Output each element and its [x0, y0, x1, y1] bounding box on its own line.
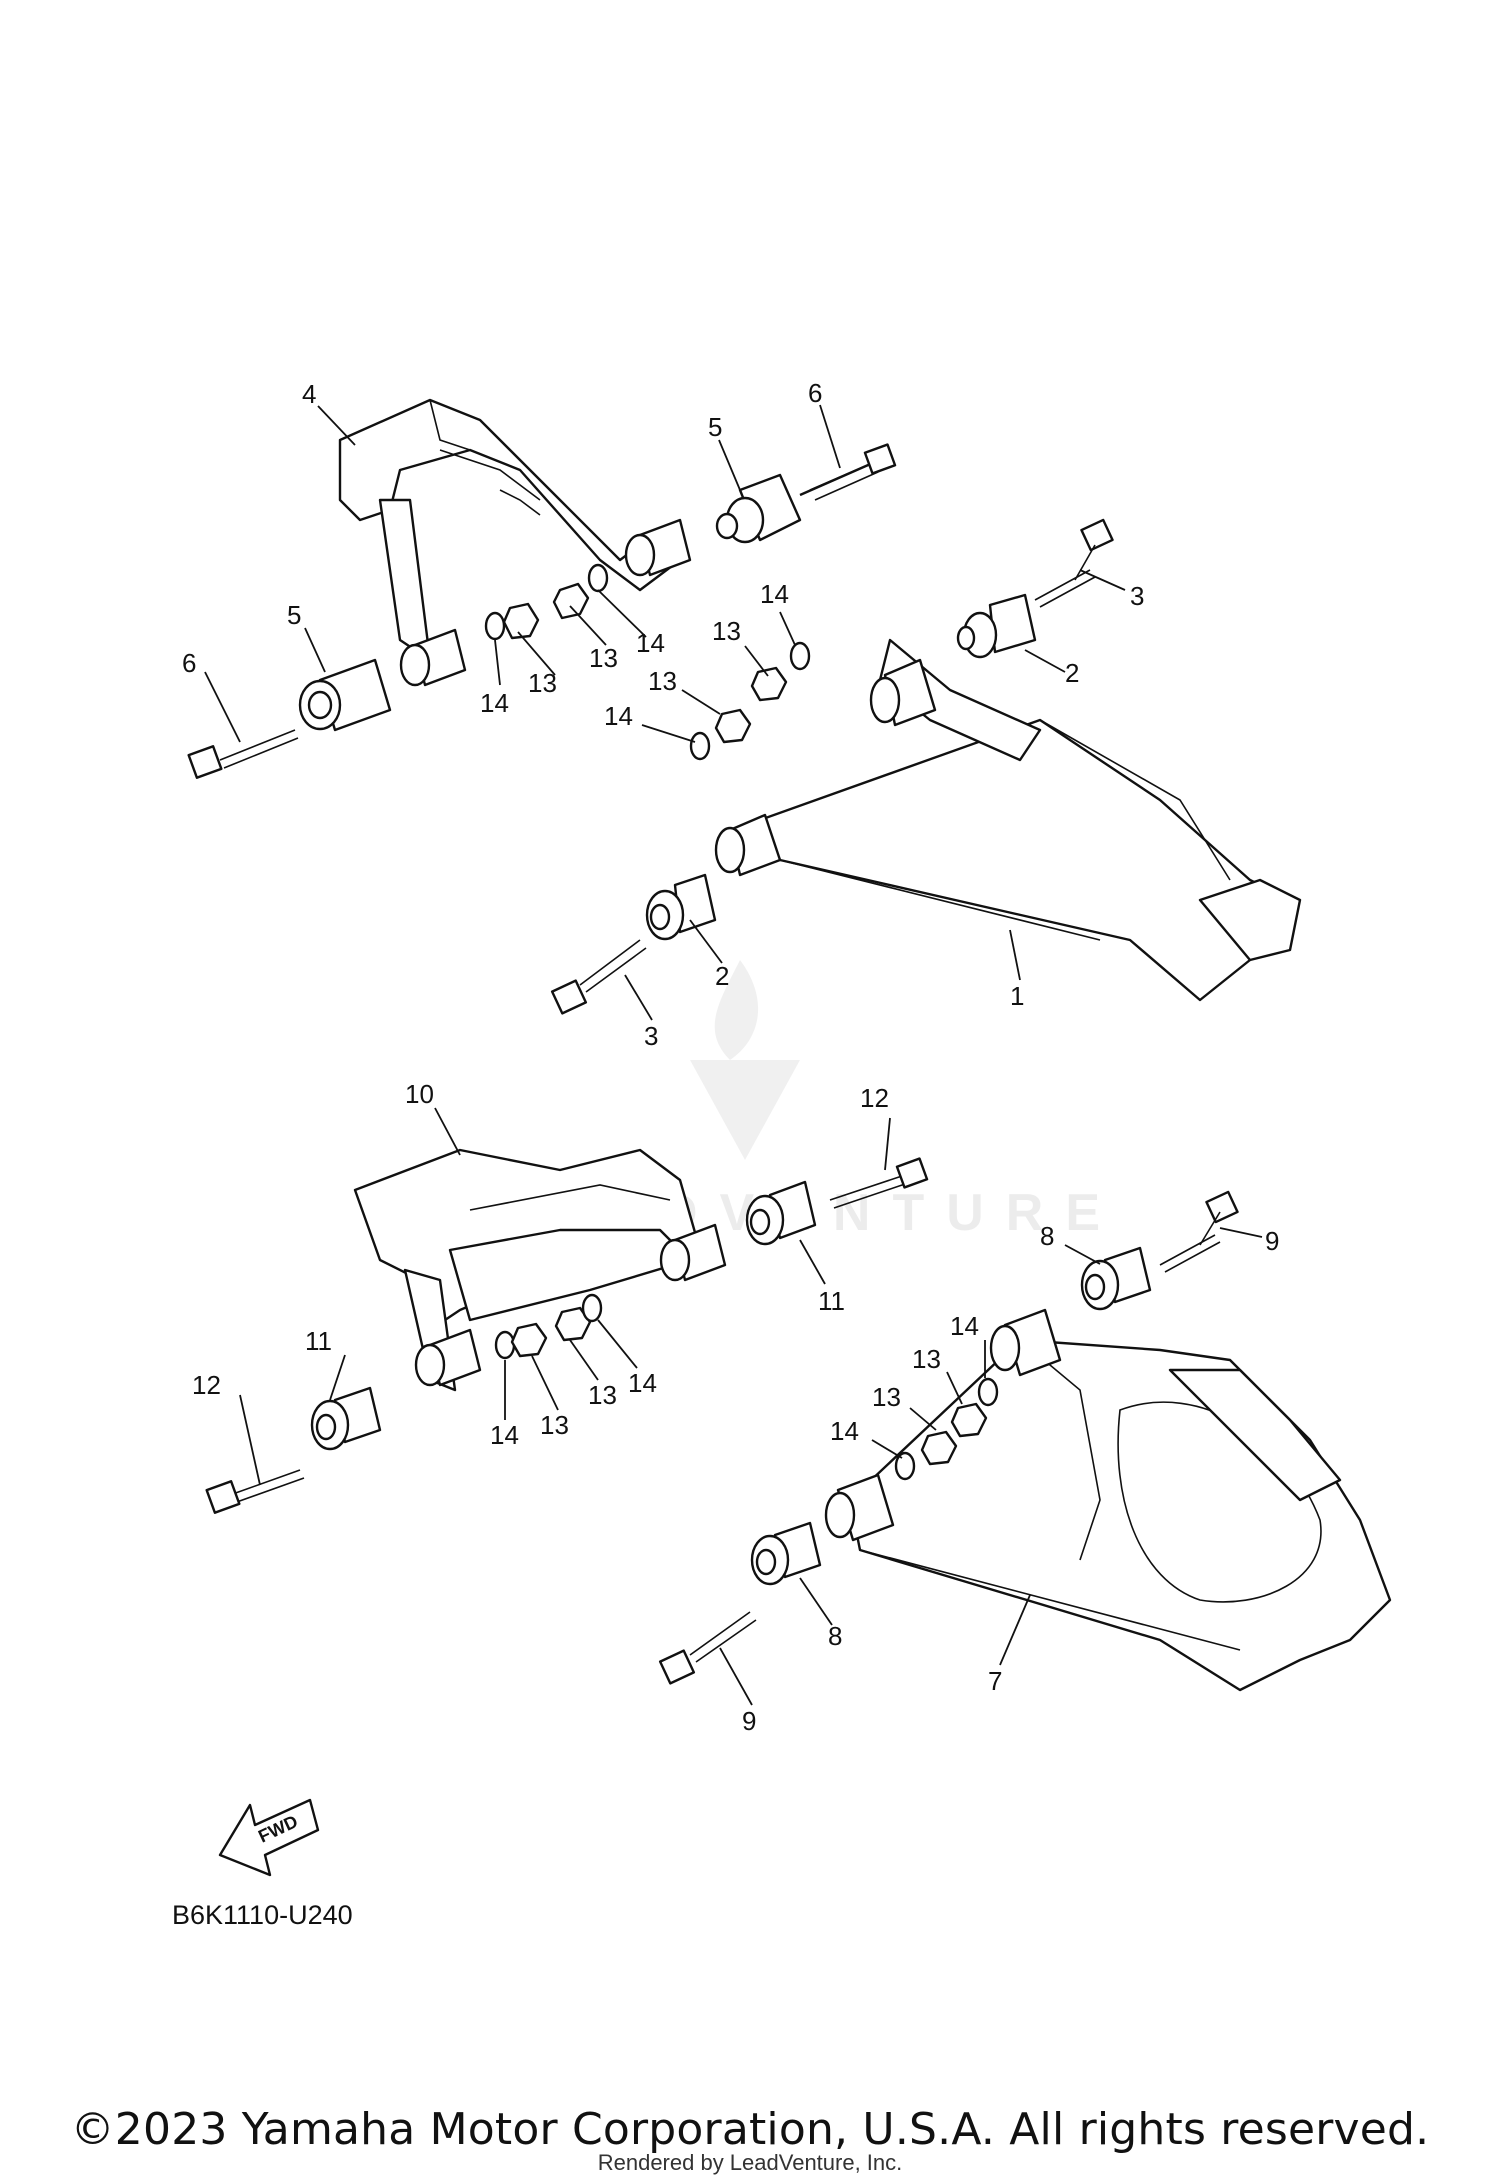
part-5-bushing-left	[298, 658, 392, 732]
part-8-bushing-bottom	[750, 1521, 822, 1586]
callout-13-g: 13	[912, 1344, 941, 1374]
callout-8-bottom: 8	[828, 1621, 842, 1651]
part-8-bushing-top	[1080, 1246, 1152, 1311]
part-9-bolt-bottom	[658, 1611, 757, 1685]
callout-labels: 4 5 6 3 2 5 6 14 13 13 14 13 14 13 14 2 …	[182, 378, 1279, 1736]
callout-14-c: 14	[760, 579, 789, 609]
callout-6-left: 6	[182, 648, 196, 678]
callout-14-d: 14	[604, 701, 633, 731]
callout-3-top: 3	[1130, 581, 1144, 611]
callout-14-e: 14	[490, 1420, 519, 1450]
upper-bracket-pivots	[399, 518, 692, 687]
part-12-bolt-left	[205, 1469, 305, 1514]
callout-8-top: 8	[1040, 1221, 1054, 1251]
callout-13-c: 13	[712, 616, 741, 646]
callout-11-right: 11	[818, 1286, 845, 1316]
part-11-bushing-right	[745, 1180, 817, 1246]
callout-14-a: 14	[480, 688, 509, 718]
callout-13-a: 13	[528, 668, 557, 698]
callout-7: 7	[988, 1666, 1002, 1696]
upper-arm-pivots	[714, 658, 937, 877]
part-11-bushing-left	[310, 1386, 382, 1451]
copyright-notice: ©2023 Yamaha Motor Corporation, U.S.A. A…	[70, 2104, 1430, 2155]
callout-6-top: 6	[808, 378, 822, 408]
part-3-bolt-top	[1034, 518, 1114, 608]
callout-5-top: 5	[708, 412, 722, 442]
callout-12-left: 12	[192, 1370, 221, 1400]
part-2-bushing-right	[956, 593, 1037, 659]
callout-13-b: 13	[589, 643, 618, 673]
callout-2-right: 2	[1065, 658, 1079, 688]
part-4-upper-arm-bracket	[338, 398, 682, 662]
lower-nuts-washers	[494, 1293, 999, 1481]
callout-1: 1	[1010, 981, 1024, 1011]
callout-13-f: 13	[588, 1380, 617, 1410]
callout-3-bottom: 3	[644, 1021, 658, 1051]
callout-14-g: 14	[950, 1311, 979, 1341]
lower-bracket-pivots	[414, 1223, 727, 1387]
callout-14-f: 14	[628, 1368, 657, 1398]
callout-5-left: 5	[287, 600, 301, 630]
fwd-arrow-icon: FWD	[218, 1798, 320, 1877]
upper-nuts-washers	[484, 563, 811, 761]
callout-12-top: 12	[860, 1083, 889, 1113]
callout-10: 10	[405, 1079, 434, 1109]
diagram-code: B6K1110-U240	[172, 1900, 353, 1930]
part-12-bolt-top	[829, 1157, 929, 1209]
callout-2-left: 2	[715, 961, 729, 991]
part-9-bolt-top	[1159, 1190, 1239, 1273]
callout-9-top: 9	[1265, 1226, 1279, 1256]
part-2-bushing-left	[645, 873, 717, 941]
leader-lines	[204, 404, 1263, 1706]
callout-13-h: 13	[872, 1382, 901, 1412]
part-5-bushing-top	[715, 473, 802, 544]
callout-14-b: 14	[636, 628, 665, 658]
part-10-lower-arm-bracket	[353, 1148, 702, 1392]
part-3-bolt-bottom	[550, 939, 647, 1015]
callout-4: 4	[302, 379, 316, 409]
lower-arm-pivots	[824, 1308, 1062, 1542]
part-1-upper-arm	[758, 638, 1302, 1002]
callout-9-bottom: 9	[742, 1706, 756, 1736]
callout-13-e: 13	[540, 1410, 569, 1440]
part-6-bolt-top	[799, 443, 897, 501]
part-7-lower-arm	[848, 1338, 1392, 1692]
part-6-bolt-left	[187, 729, 299, 779]
callout-14-h: 14	[830, 1416, 859, 1446]
callout-13-d: 13	[648, 666, 677, 696]
rendered-by-credit: Rendered by LeadVenture, Inc.	[597, 2150, 903, 2175]
callout-11-left: 11	[305, 1326, 332, 1356]
